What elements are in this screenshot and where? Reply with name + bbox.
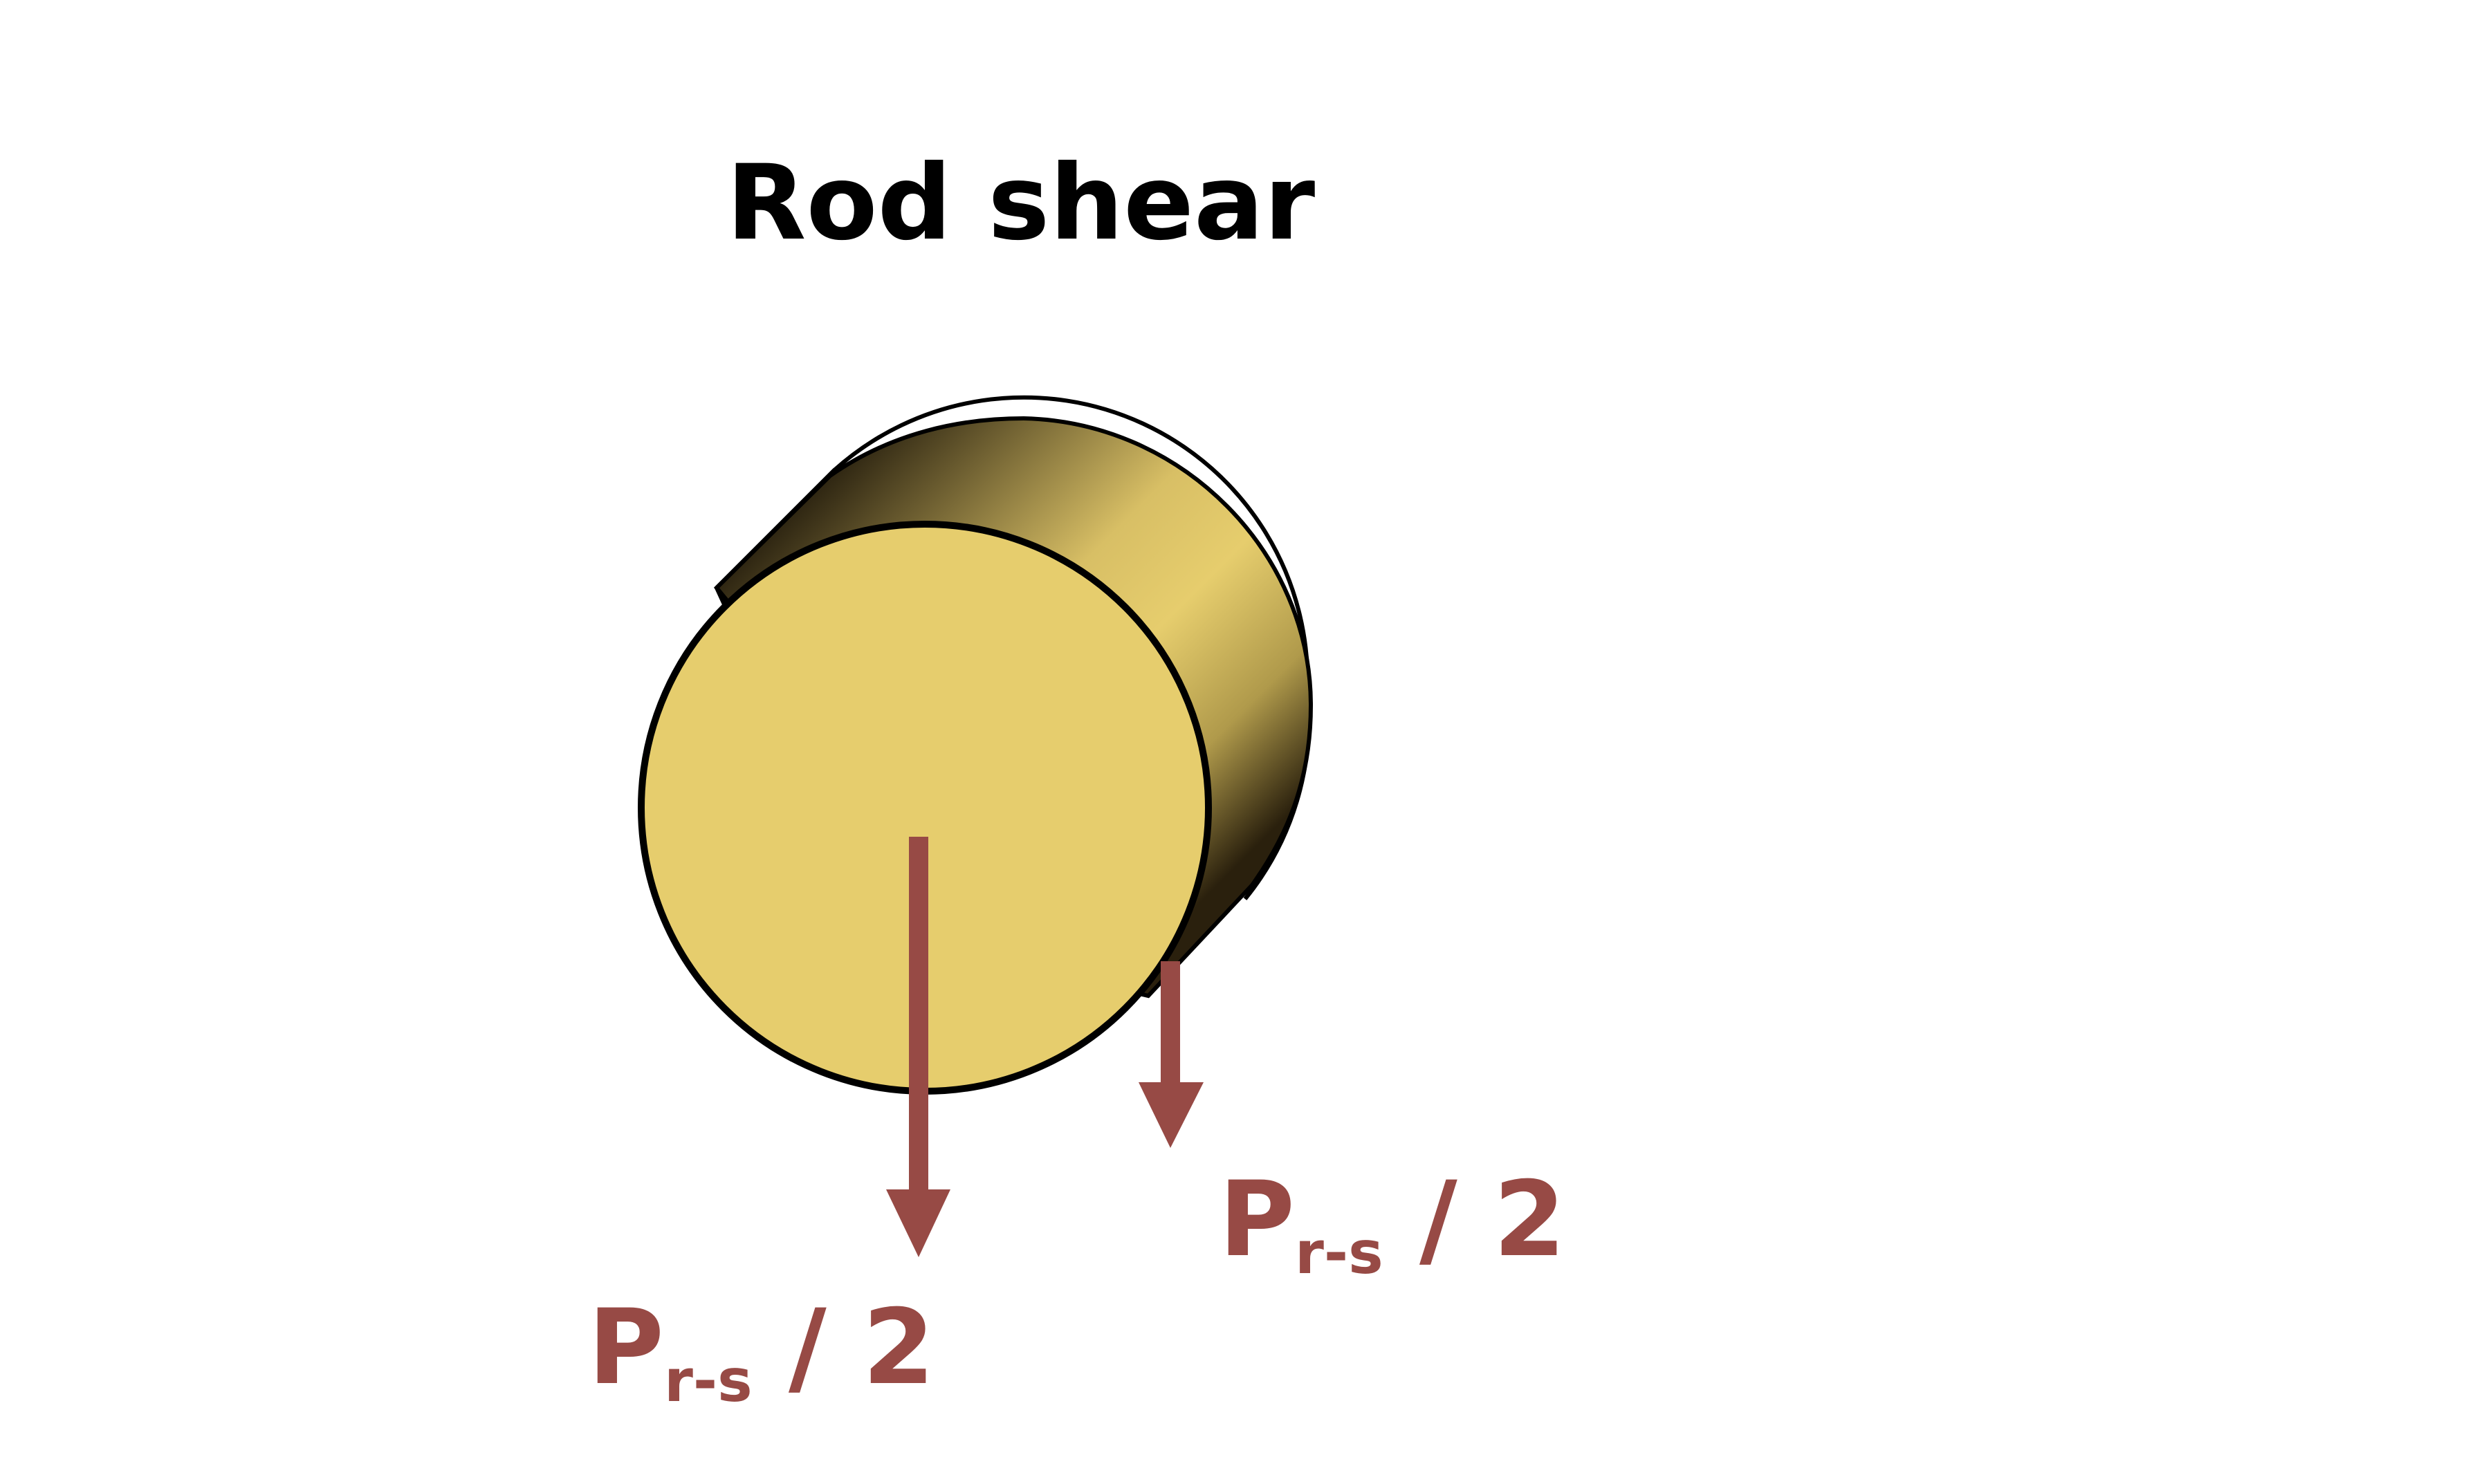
force-arrow-front-shaft: [909, 837, 928, 1203]
force-arrow-front: [886, 837, 950, 1257]
force-label-back-suffix: / 2: [1383, 1160, 1566, 1280]
force-arrow-back: [1139, 961, 1204, 1148]
force-label-back-symbol: P: [1219, 1160, 1295, 1280]
force-arrow-front-head: [886, 1189, 950, 1257]
force-arrow-back-head: [1139, 1082, 1204, 1148]
force-label-front-subscript: r-s: [664, 1347, 753, 1416]
force-arrow-back-shaft: [1161, 961, 1180, 1093]
diagram-title: Rod shear: [726, 143, 1315, 263]
force-label-front-symbol: P: [588, 1288, 664, 1408]
force-label-front: Pr-s / 2: [588, 1288, 935, 1416]
force-label-back: Pr-s / 2: [1219, 1160, 1565, 1288]
force-label-front-suffix: / 2: [753, 1288, 935, 1408]
force-label-back-subscript: r-s: [1295, 1219, 1383, 1288]
